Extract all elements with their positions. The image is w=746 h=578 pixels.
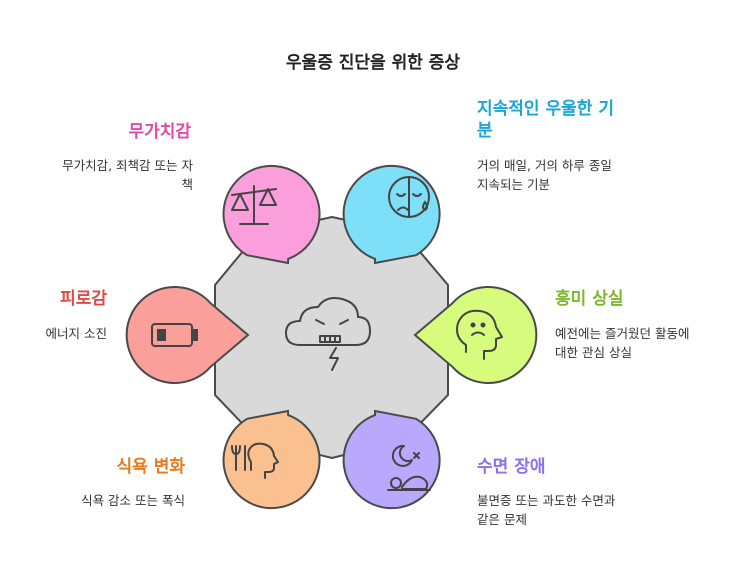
center-hub xyxy=(214,215,449,460)
storm-cloud-icon xyxy=(285,297,371,371)
desc-line: 식욕 감소 또는 폭식 xyxy=(81,493,185,508)
symptom-title-fatigue: 피로감 xyxy=(60,289,107,309)
red-petal[interactable] xyxy=(125,286,250,384)
scale-icon xyxy=(231,185,277,225)
green-petal[interactable] xyxy=(413,286,538,384)
desc-line: 불면증 또는 과도한 수면과 xyxy=(477,493,616,508)
symptom-title-mood: 지속적인 우울한 기 분 xyxy=(477,98,614,142)
desc-line: 예전에는 즐거웠던 활동에 xyxy=(555,326,690,341)
desc-line: 지속되는 기분 xyxy=(477,177,550,192)
symptom-title-interest: 흥미 상실 xyxy=(555,289,624,309)
symptom-desc-appetite: 식욕 감소 또는 폭식 xyxy=(81,491,185,510)
insomnia-icon xyxy=(387,444,431,491)
symptom-desc-interest: 예전에는 즐거웠던 활동에 대한 관심 상실 xyxy=(555,324,689,362)
purple-petal[interactable] xyxy=(342,409,441,510)
symptom-title-guilt: 무가치감 xyxy=(128,122,191,142)
desc-line: 대한 관심 상실 xyxy=(555,345,632,360)
symptom-title-appetite: 식욕 변화 xyxy=(116,457,185,477)
desc-line: 에너지 소진 xyxy=(45,326,107,341)
desc-line: 거의 매일, 거의 하루 종일 xyxy=(477,158,612,173)
title-line: 지속적인 우울한 기 xyxy=(477,99,614,119)
orange-petal[interactable] xyxy=(222,409,321,510)
title-line: 분 xyxy=(477,121,493,141)
low-battery-icon xyxy=(151,323,198,347)
desc-line: 무가치감, 죄책감 또는 자 xyxy=(62,158,193,173)
symptom-desc-sleep: 불면증 또는 과도한 수면과 같은 문제 xyxy=(477,491,615,529)
blue-petal[interactable] xyxy=(342,164,441,265)
page-title: 우울증 진단을 위한 증상 xyxy=(285,53,461,73)
symptom-desc-guilt: 무가치감, 죄책감 또는 자 책 xyxy=(62,156,193,194)
desc-line: 같은 문제 xyxy=(477,512,527,527)
pink-petal[interactable] xyxy=(222,164,321,265)
symptom-title-sleep: 수면 장애 xyxy=(477,457,546,477)
symptom-desc-fatigue: 에너지 소진 xyxy=(46,324,107,343)
desc-line: 책 xyxy=(181,177,193,192)
sad-face-icon xyxy=(388,176,430,218)
symptom-desc-mood: 거의 매일, 거의 하루 종일 지속되는 기분 xyxy=(477,156,612,194)
unhappy-head-icon xyxy=(456,309,503,360)
eating-head-icon xyxy=(231,442,279,479)
